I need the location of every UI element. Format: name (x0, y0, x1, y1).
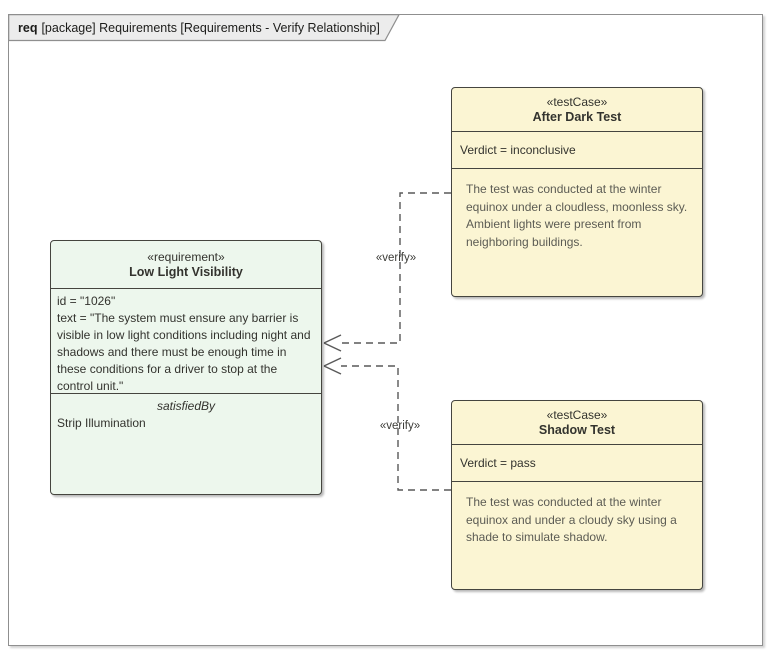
node-stereotype: «testCase» (546, 95, 608, 109)
testcase-node-shadow-test[interactable]: «testCase» Shadow Test Verdict = pass Th… (451, 400, 703, 590)
verify-label: «verify» (375, 252, 417, 264)
requirement-node-low-light-visibility[interactable]: «requirement» Low Light Visibility id = … (50, 240, 322, 495)
requirement-attributes: id = "1026" text = "The system must ensu… (51, 289, 321, 394)
frame-tab-label: req[package] Requirements [Requirements … (18, 18, 398, 38)
verdict-value: Verdict = inconclusive (452, 132, 702, 169)
attribute-text: text = "The system must ensure any barri… (57, 311, 311, 393)
frame-title: [package] Requirements [Requirements - V… (41, 21, 380, 35)
node-header: «testCase» Shadow Test (452, 401, 702, 445)
frame-keyword: req (18, 21, 38, 35)
node-header: «requirement» Low Light Visibility (51, 241, 321, 289)
testcase-note: The test was conducted at the winter equ… (466, 182, 688, 249)
satisfiedby-item: Strip Illumination (57, 416, 146, 430)
node-name: Low Light Visibility (129, 265, 243, 279)
satisfiedby-compartment: satisfiedBy Strip Illumination (51, 394, 321, 494)
frame-tab (8, 14, 401, 42)
node-header: «testCase» After Dark Test (452, 88, 702, 132)
verify-label: «verify» (379, 420, 421, 432)
node-stereotype: «requirement» (147, 250, 225, 264)
satisfiedby-heading: satisfiedBy (156, 399, 216, 413)
testcase-note: The test was conducted at the winter equ… (466, 495, 677, 544)
node-stereotype: «testCase» (546, 408, 608, 422)
verdict-value: Verdict = pass (452, 445, 702, 482)
attribute-id: id = "1026" (57, 294, 116, 308)
node-name: After Dark Test (532, 110, 622, 124)
testcase-node-after-dark-test[interactable]: «testCase» After Dark Test Verdict = inc… (451, 87, 703, 297)
node-name: Shadow Test (538, 423, 616, 437)
